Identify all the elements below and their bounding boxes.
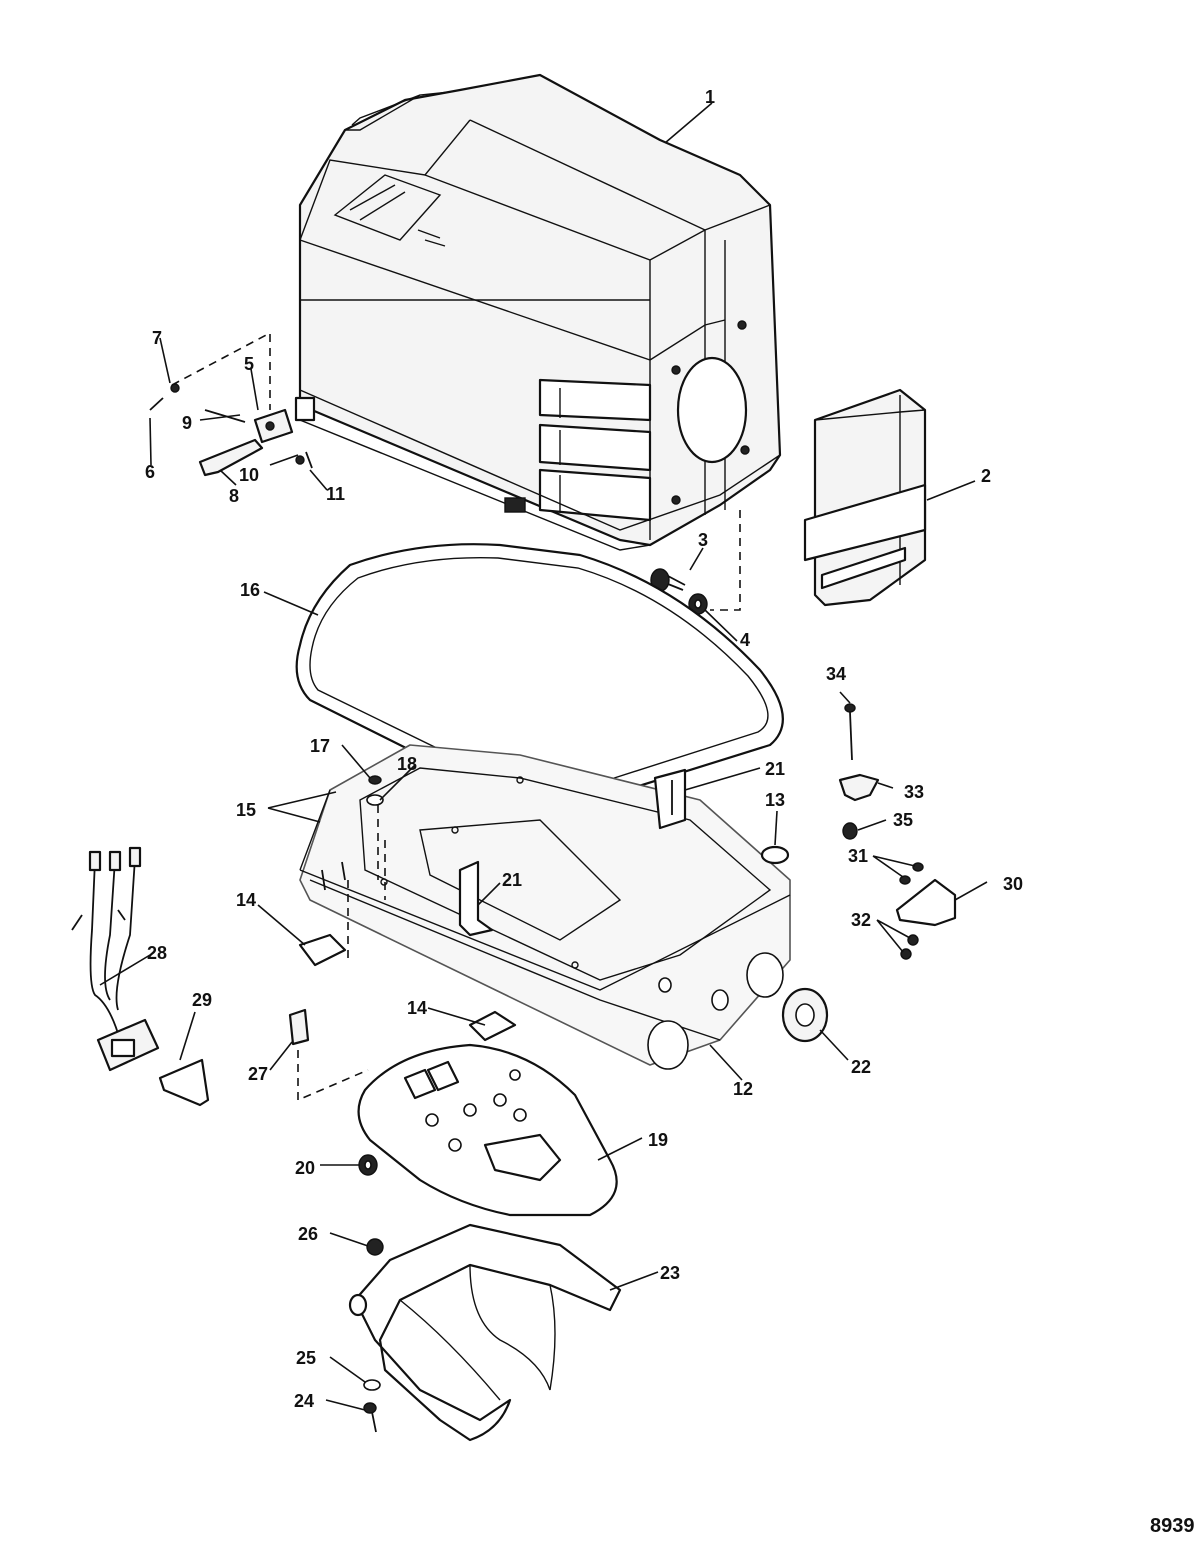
wire-harness xyxy=(71,846,160,1072)
callout-19: 19 xyxy=(648,1130,668,1150)
callout-2: 2 xyxy=(981,466,991,486)
callout-28: 28 xyxy=(147,943,167,963)
callout-1: 1 xyxy=(705,87,715,107)
callout-20: 20 xyxy=(295,1158,315,1178)
cowl-seal xyxy=(295,543,784,803)
callout-6: 6 xyxy=(145,462,155,482)
callout-35: 35 xyxy=(893,810,913,830)
bracket-21-upper xyxy=(653,768,687,830)
bottom-frame xyxy=(348,1223,622,1442)
latch-assembly xyxy=(149,331,313,477)
callout-12: 12 xyxy=(733,1079,753,1099)
callout-31: 31 xyxy=(848,846,868,866)
nut-35 xyxy=(842,822,858,840)
callout-8: 8 xyxy=(229,486,239,506)
callout-21-lower: 21 xyxy=(502,870,522,890)
callout-3: 3 xyxy=(698,530,708,550)
plug-27 xyxy=(288,1008,369,1102)
callout-34: 34 xyxy=(826,664,846,684)
nut-20 xyxy=(358,1154,378,1176)
callout-7: 7 xyxy=(152,328,162,348)
callout-27: 27 xyxy=(248,1064,268,1084)
callout-5: 5 xyxy=(244,354,254,374)
screw-3 xyxy=(650,568,686,592)
retainer-29 xyxy=(158,1058,210,1107)
grommet-22 xyxy=(781,987,829,1043)
callout-14-left: 14 xyxy=(236,890,256,910)
callout-17: 17 xyxy=(310,736,330,756)
top-cowl xyxy=(294,73,782,551)
callout-11: 11 xyxy=(326,484,345,504)
bolt-34 xyxy=(844,703,856,761)
mounting-plate xyxy=(357,1043,618,1217)
callout-10: 10 xyxy=(239,465,259,485)
callout-33: 33 xyxy=(904,782,924,802)
callout-4: 4 xyxy=(740,630,750,650)
nut-26 xyxy=(366,1238,384,1256)
bottom-pan xyxy=(299,744,791,1070)
bolts-31 xyxy=(899,862,924,885)
callout-25: 25 xyxy=(296,1348,316,1368)
mount-14-left xyxy=(298,933,347,967)
callout-16: 16 xyxy=(240,580,260,600)
guide-line-3-4 xyxy=(710,510,741,611)
washer-4 xyxy=(688,593,708,615)
callout-24: 24 xyxy=(294,1391,314,1411)
callout-15: 15 xyxy=(236,800,256,820)
reference-number: 8939 xyxy=(1150,1515,1195,1537)
callout-18: 18 xyxy=(397,754,417,774)
callout-13: 13 xyxy=(765,790,785,810)
callout-21-upper: 21 xyxy=(765,759,785,779)
mount-14-right xyxy=(468,1010,517,1042)
bolt-24 xyxy=(363,1402,377,1433)
side-cover xyxy=(803,388,927,607)
callout-14-right: 14 xyxy=(407,998,427,1018)
callout-29: 29 xyxy=(192,990,212,1010)
callout-30: 30 xyxy=(1003,874,1023,894)
callout-26: 26 xyxy=(298,1224,318,1244)
clamp-33 xyxy=(838,773,880,802)
callout-22: 22 xyxy=(851,1057,871,1077)
grommet-13 xyxy=(760,845,790,865)
callout-32: 32 xyxy=(851,910,871,930)
callout-9: 9 xyxy=(182,413,192,433)
callout-23: 23 xyxy=(660,1263,680,1283)
washer-25 xyxy=(363,1379,381,1391)
bracket-30 xyxy=(895,878,957,927)
bracket-21-lower xyxy=(458,860,494,937)
